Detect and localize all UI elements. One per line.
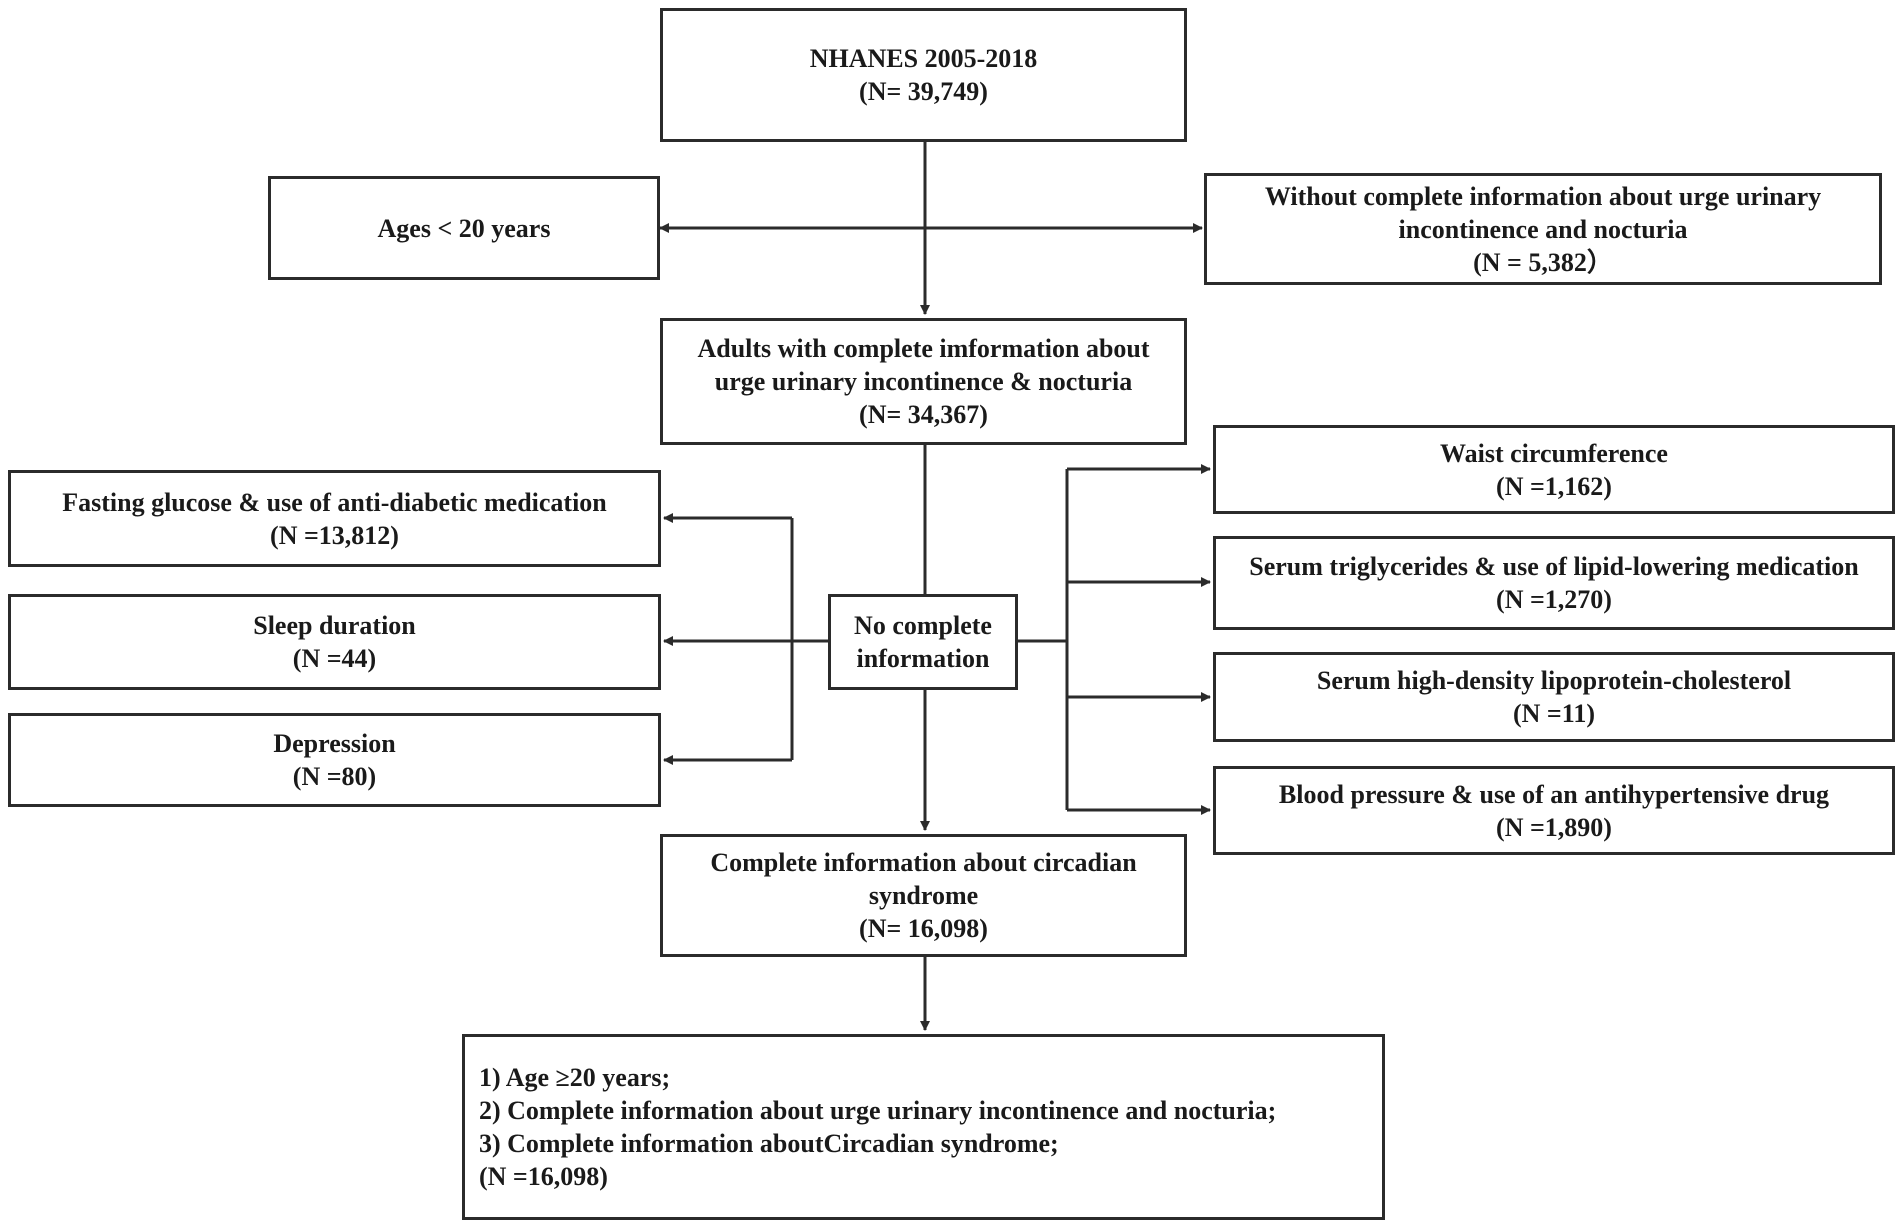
hdl-box: Serum high-density lipoprotein-cholester…	[1213, 652, 1895, 742]
no-complete-line1: No complete	[854, 611, 992, 640]
fasting-glucose-count: (N =13,812)	[270, 520, 399, 550]
hdl-count: (N =11)	[1513, 699, 1595, 728]
hdl-title: Serum high-density lipoprotein-cholester…	[1316, 666, 1792, 695]
no-complete-line2: information	[856, 644, 990, 673]
final-criteria-line2: 2) Complete information about urge urina…	[479, 1096, 1277, 1125]
nhanes-title: NHANES 2005-2018	[809, 44, 1038, 73]
nhanes-count: (N= 39,749)	[859, 77, 988, 106]
ages-excluded-box: Ages < 20 years	[268, 176, 660, 280]
blood-pressure-title: Blood pressure & use of an antihypertens…	[1278, 779, 1830, 809]
nhanes-box: NHANES 2005-2018 (N= 39,749)	[660, 8, 1187, 142]
circadian-complete-line2: syndrome	[868, 881, 979, 910]
depression-count: (N =80)	[292, 762, 377, 791]
no-uui-info-count: (N = 5,382）	[1473, 247, 1613, 277]
no-uui-info-line2: incontinence and nocturia	[1398, 214, 1688, 244]
circadian-complete-line1: Complete information about circadian	[710, 848, 1137, 877]
final-criteria-line3: 3) Complete information aboutCircadian s…	[479, 1129, 1059, 1158]
no-uui-info-line1: Without complete information about urge …	[1264, 181, 1822, 211]
final-criteria-count: (N =16,098)	[479, 1162, 608, 1191]
no-uui-info-box: Without complete information about urge …	[1204, 173, 1882, 285]
fasting-glucose-box: Fasting glucose & use of anti-diabetic m…	[8, 470, 661, 567]
sleep-duration-box: Sleep duration (N =44)	[8, 594, 661, 690]
adults-complete-box: Adults with complete imformation about u…	[660, 318, 1187, 445]
circadian-complete-box: Complete information about circadian syn…	[660, 834, 1187, 957]
adults-complete-line1: Adults with complete imformation about	[697, 334, 1150, 363]
triglycerides-count: (N =1,270)	[1496, 585, 1612, 614]
fasting-glucose-title: Fasting glucose & use of anti-diabetic m…	[62, 487, 607, 517]
no-complete-box: No complete information	[828, 594, 1018, 690]
triglycerides-title: Serum triglycerides & use of lipid-lower…	[1249, 552, 1859, 581]
ages-excluded-title: Ages < 20 years	[377, 213, 551, 243]
sleep-duration-title: Sleep duration	[253, 611, 416, 640]
final-criteria-line1: 1) Age ≥20 years;	[479, 1063, 671, 1092]
blood-pressure-box: Blood pressure & use of an antihypertens…	[1213, 766, 1895, 855]
depression-title: Depression	[273, 729, 396, 758]
waist-box: Waist circumference (N =1,162)	[1213, 425, 1895, 514]
waist-count: (N =1,162)	[1496, 471, 1612, 501]
depression-box: Depression (N =80)	[8, 713, 661, 807]
circadian-complete-count: (N= 16,098)	[859, 914, 988, 943]
adults-complete-line2: urge urinary incontinence & nocturia	[714, 367, 1133, 396]
sleep-duration-count: (N =44)	[292, 644, 377, 673]
triglycerides-box: Serum triglycerides & use of lipid-lower…	[1213, 536, 1895, 630]
final-criteria-box: 1) Age ≥20 years; 2) Complete informatio…	[462, 1034, 1385, 1220]
blood-pressure-count: (N =1,890)	[1496, 812, 1612, 842]
adults-complete-count: (N= 34,367)	[859, 400, 988, 429]
waist-title: Waist circumference	[1440, 438, 1668, 468]
